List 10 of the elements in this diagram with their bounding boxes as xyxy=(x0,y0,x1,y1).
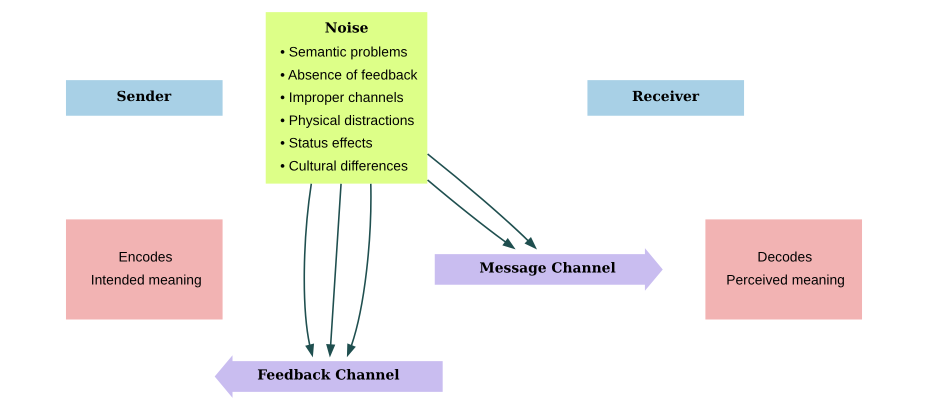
arrow xyxy=(426,153,537,250)
node-box: Receiver xyxy=(586,80,744,116)
arrow xyxy=(426,179,516,250)
arrow xyxy=(303,184,314,358)
arrow xyxy=(326,184,342,358)
node-box: Sender xyxy=(65,80,222,116)
arrow xyxy=(346,184,372,358)
node-box: Encodes Intended meaning xyxy=(65,219,222,320)
node-box: Noise • Semantic problems • Absence of feedback • Improper channels • Physical distractions • Status effects • Cultural differences xyxy=(265,12,427,184)
node-box: Decodes Perceived meaning xyxy=(704,219,862,320)
